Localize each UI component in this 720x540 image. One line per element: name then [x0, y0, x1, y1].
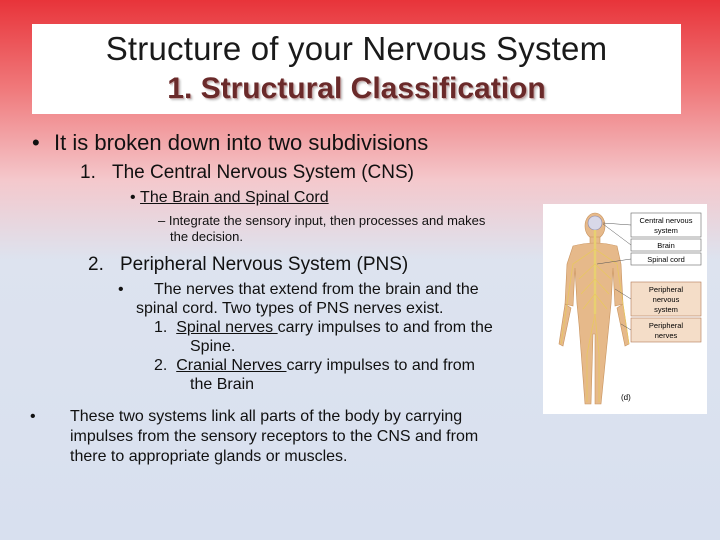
- bullet-text: It is broken down into two subdivisions: [54, 130, 429, 155]
- pns-desc-line2: spinal cord. Two types of PNS nerves exi…: [136, 300, 444, 317]
- pns-item-2-line2: the Brain: [190, 376, 255, 393]
- pns-desc-line1: The nerves that extend from the brain an…: [154, 281, 479, 298]
- cns-detail-line1: Integrate the sensory input, then proces…: [168, 213, 486, 228]
- nervous-system-figure: Central nervous system Brain Spinal cord…: [543, 204, 707, 414]
- summary-line3: there to appropriate glands or muscles.: [70, 448, 348, 465]
- bullet-dot: •: [130, 189, 141, 206]
- cns-heading: 1. The Central Nervous System (CNS): [80, 162, 414, 184]
- bullet-dot: •: [118, 281, 124, 298]
- label-pnerves-1: Peripheral: [649, 321, 684, 330]
- summary-line1: These two systems link all parts of the …: [70, 408, 463, 425]
- pns-item-2: 2. Cranial Nerves carry impulses to and …: [154, 357, 476, 374]
- slide-title: Structure of your Nervous System: [105, 30, 608, 67]
- pns-heading-text: Peripheral Nervous System (PNS): [120, 254, 409, 275]
- summary-bullet: • These two systems link all parts of th…: [30, 407, 550, 467]
- label-pnerves-2: nerves: [655, 331, 678, 340]
- cns-detail-line2: the decision.: [170, 229, 243, 244]
- pns-item-1: 1. Spinal nerves carry impulses to and f…: [154, 319, 493, 336]
- title-box: Structure of your Nervous System 1. Stru…: [32, 24, 681, 114]
- label-cns-1: Central nervous: [640, 216, 693, 225]
- cns-number: 1.: [80, 162, 96, 183]
- label-cns-2: system: [654, 226, 678, 235]
- cns-detail: – Integrate the sensory input, then proc…: [158, 213, 558, 245]
- cns-bullet-text: The Brain and Spinal Cord: [140, 189, 329, 206]
- cranial-nerves-term: Cranial Nerves: [176, 357, 287, 374]
- spinal-nerves-term: Spinal nerves: [176, 319, 278, 336]
- body-diagram: Central nervous system Brain Spinal cord…: [558, 212, 702, 405]
- cns-heading-text: The Central Nervous System (CNS): [112, 162, 414, 183]
- bullet-dot: •: [30, 408, 36, 425]
- panel-label: (d): [621, 393, 631, 402]
- cns-bullet: • The Brain and Spinal Cord: [130, 189, 329, 207]
- pns-heading: 2. Peripheral Nervous System (PNS): [88, 254, 408, 276]
- summary-line2: impulses from the sensory receptors to t…: [70, 428, 479, 445]
- bullet-subdivisions: • It is broken down into two subdivisions: [32, 130, 428, 156]
- pns-number: 2.: [88, 254, 104, 275]
- label-spinal-cord: Spinal cord: [647, 255, 685, 264]
- pns-item-1-line2: Spine.: [190, 338, 236, 355]
- label-pns-3: system: [654, 305, 678, 314]
- label-pns-2: nervous: [653, 295, 680, 304]
- label-brain: Brain: [657, 241, 675, 250]
- slide-subtitle: 1. Structural Classification: [167, 72, 546, 105]
- pns-description: • The nerves that extend from the brain …: [118, 280, 558, 394]
- label-pns-1: Peripheral: [649, 285, 684, 294]
- bullet-dot: •: [32, 130, 40, 155]
